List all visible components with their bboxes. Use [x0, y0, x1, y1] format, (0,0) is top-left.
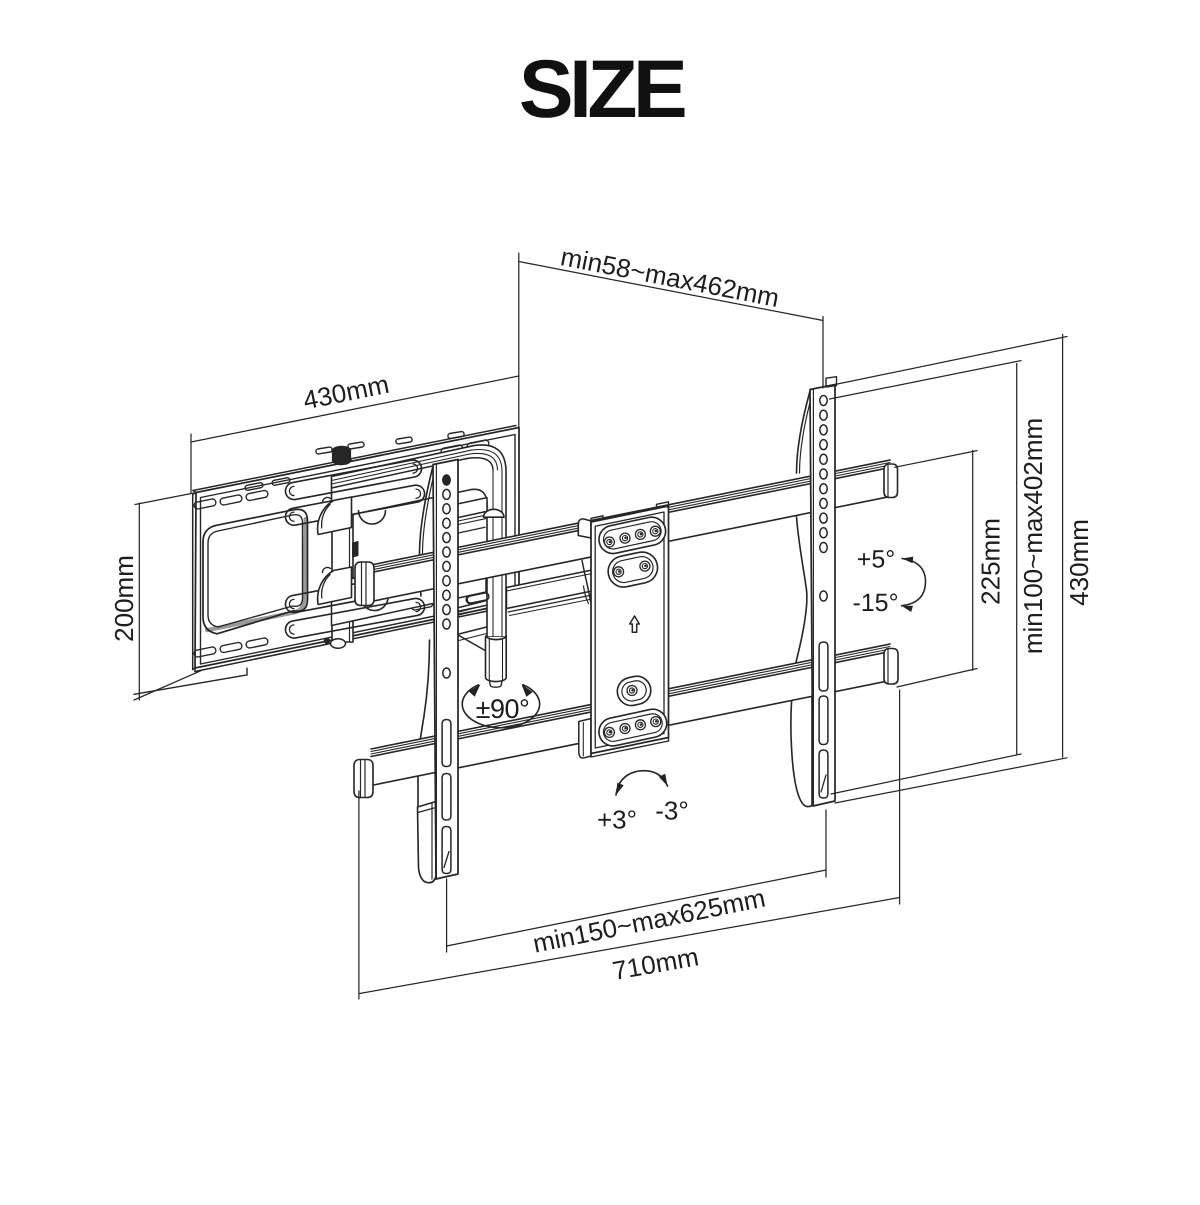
- svg-text:-15°: -15°: [852, 589, 898, 617]
- svg-text:225mm: 225mm: [976, 518, 1006, 605]
- svg-text:200mm: 200mm: [109, 555, 139, 642]
- svg-text:SIZE: SIZE: [519, 44, 685, 135]
- svg-text:±90°: ±90°: [476, 694, 530, 724]
- svg-text:430mm: 430mm: [1064, 519, 1094, 606]
- svg-text:+3°: +3°: [597, 805, 637, 835]
- svg-text:-3°: -3°: [655, 796, 689, 826]
- svg-text:min100~max402mm: min100~max402mm: [1018, 418, 1048, 654]
- svg-text:+5°: +5°: [857, 545, 896, 573]
